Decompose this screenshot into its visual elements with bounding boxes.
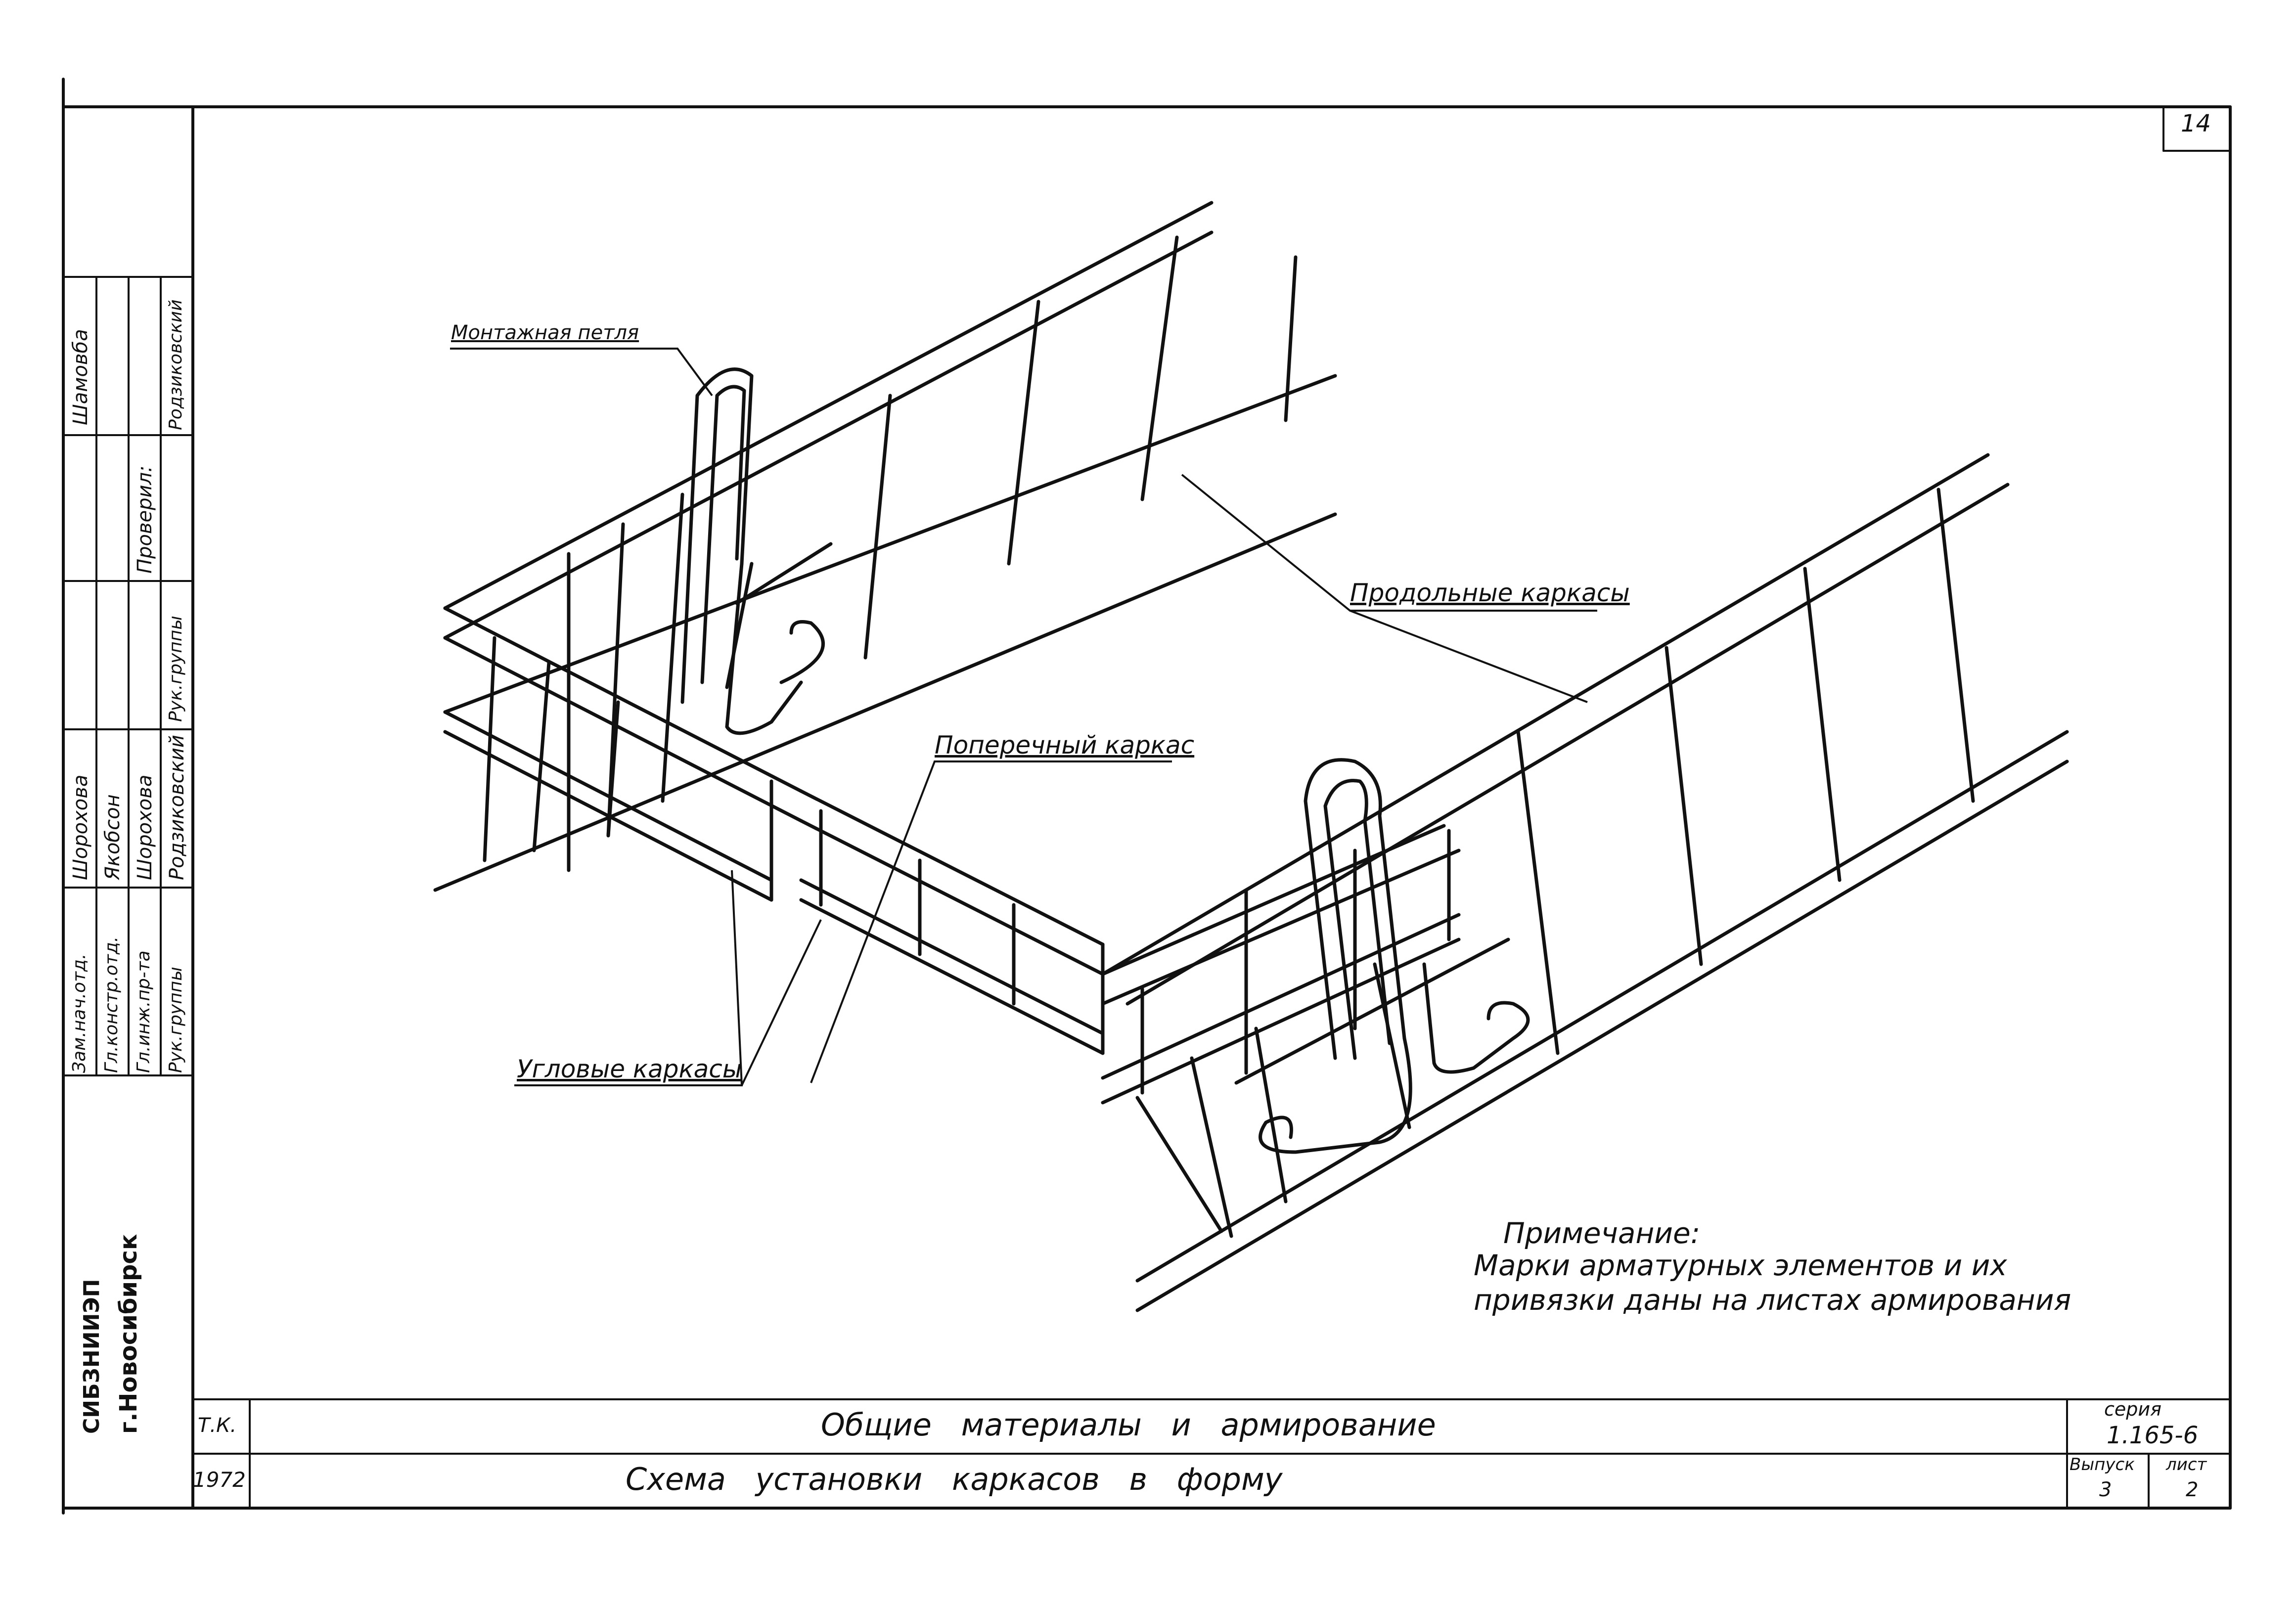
note-line-1: Марки арматурных элементов и их (1474, 1249, 2007, 1282)
label-mounting-loop: Монтажная петля (451, 321, 639, 344)
side-stamp-grid (62, 276, 194, 1076)
issue-value: 3 (2099, 1478, 2112, 1501)
right-mounting-loop (1234, 758, 1530, 1154)
title-block-grid (192, 1398, 2231, 1509)
title-org: Т.К. (198, 1414, 237, 1437)
side-name-4: Родзиковский (166, 735, 188, 880)
drawing-frame (62, 78, 2232, 1515)
side-checked-label: Проверил: (134, 465, 156, 574)
left-longitudinal-frame (433, 201, 1337, 892)
side-role-4: Рук.группы (166, 967, 186, 1073)
transverse-frame (799, 789, 1105, 1055)
title-year: 1972 (193, 1468, 246, 1492)
page-number: 14 (2181, 110, 2211, 137)
title-line-2: Схема установки каркасов в форму (626, 1461, 1283, 1497)
sheet-value: 2 (2186, 1478, 2199, 1501)
leader-lines (450, 348, 1597, 1086)
label-corner-frames: Угловые каркасы (517, 1055, 742, 1083)
side-role-1: Зам.нач.отд. (69, 953, 90, 1073)
left-mounting-loop (680, 367, 833, 735)
series-value: 1.165-6 (2107, 1422, 2199, 1449)
label-transverse-frame: Поперечный каркас (935, 731, 1195, 759)
side-checked-name: Родзиковский (166, 299, 186, 430)
right-corner-frame (1101, 824, 1461, 1105)
side-role-2: Гл.констр.отд. (101, 936, 122, 1073)
series-label: серия (2104, 1398, 2161, 1420)
side-checked-role: Рук.группы (166, 616, 186, 722)
side-top-name: Шамовба (69, 329, 92, 425)
side-name-3: Шорохова (134, 774, 156, 880)
side-name-2: Якобсон (101, 794, 124, 880)
side-name-1: Шорохова (69, 774, 92, 880)
sheet-label: лист (2166, 1455, 2207, 1474)
side-city: г.Новосибирск (115, 1234, 142, 1434)
note-line-2: привязки даны на листах армирования (1474, 1283, 2071, 1317)
left-corner-frame (443, 606, 803, 902)
title-line-1: Общие материалы и армирование (821, 1407, 1436, 1443)
note-heading: Примечание: (1503, 1216, 1701, 1250)
side-role-3: Гл.инж.пр-та (134, 950, 154, 1073)
issue-label: Выпуск (2070, 1455, 2135, 1474)
page-number-box (2162, 106, 2231, 152)
label-longitudinal-frames: Продольные каркасы (1350, 579, 1630, 607)
right-longitudinal-frame (1101, 453, 2069, 1312)
side-institute: СИБЗНИИЭП (79, 1279, 104, 1434)
